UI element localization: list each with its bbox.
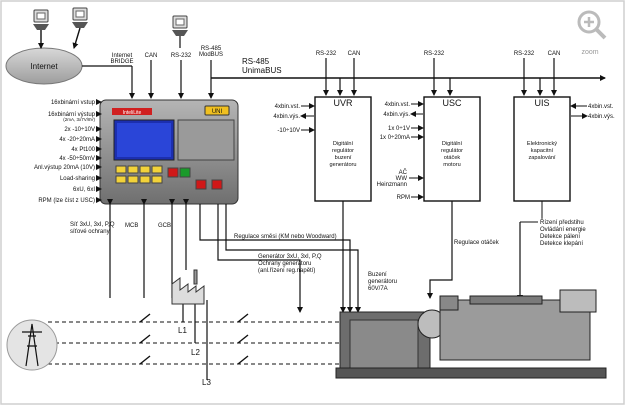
svg-text:Heinzmann: Heinzmann: [377, 182, 407, 188]
brand-badge: [112, 108, 152, 115]
input-label: RPM (lze číst z USC): [38, 198, 95, 204]
svg-text:Elektronický: Elektronický: [527, 141, 557, 147]
svg-text:regulátor: regulátor: [441, 148, 463, 154]
model-text: UNI: [212, 109, 223, 115]
input-label: 2x -10÷10V: [64, 127, 95, 133]
exc-label-3: 60V/7A: [368, 286, 388, 292]
uvr-module: RS-232 CAN UVR Digitální regulátor buzen…: [273, 51, 372, 202]
input-label: 6xU, 6xI: [73, 187, 95, 193]
uis-module: RS-232 CAN UIS Elektronický kapacitní za…: [513, 51, 615, 301]
load-feeders: [182, 300, 208, 380]
input-label: (2mA, 3x7V/8V): [63, 117, 95, 122]
exc-label: Buzení: [368, 272, 387, 278]
svg-text:AČ: AČ: [399, 169, 408, 176]
usc-rs232-label: RS-232: [424, 51, 445, 57]
uvr-title: UVR: [333, 98, 353, 108]
svg-text:-10÷10V: -10÷10V: [277, 128, 300, 134]
gen-label-2: Ochrany generátoru: [258, 261, 311, 267]
uis-can-label: CAN: [548, 51, 561, 57]
computer-icon: [172, 15, 188, 48]
zoom-button[interactable]: zoom: [577, 10, 607, 56]
computer-icon: [72, 7, 88, 49]
gen-label: Generátor 3xU, 3xI, P,Q: [258, 254, 322, 260]
can-label: CAN: [145, 53, 158, 59]
internet-cloud: Internet: [5, 47, 83, 85]
svg-text:regulátor: regulátor: [332, 148, 354, 154]
svg-text:Digitální: Digitální: [333, 141, 354, 147]
rs485-label: RS-485: [201, 46, 222, 52]
svg-text:kapacitní: kapacitní: [531, 148, 554, 154]
svg-text:1x 0÷1V: 1x 0÷1V: [388, 126, 410, 132]
mcb-label: MCB: [125, 223, 138, 229]
phase-l3: L3: [202, 378, 211, 387]
controller-unit: InteliLite UNI: [99, 99, 239, 205]
controller-keypad: [115, 165, 223, 190]
input-label: 16xbinární výstup: [48, 112, 96, 118]
bus-label-2: UnimaBUS: [242, 66, 282, 75]
svg-text:otáček: otáček: [444, 155, 461, 161]
bus-label: RS-485: [242, 57, 270, 66]
svg-text:Detekce pálení: Detekce pálení: [540, 234, 580, 240]
uis-rs232-label: RS-232: [514, 51, 535, 57]
svg-text:generátoru: generátoru: [329, 162, 356, 168]
brand-text: InteliLite: [123, 110, 142, 116]
uvr-rs232-label: RS-232: [316, 51, 337, 57]
exc-label-2: generátoru: [368, 279, 397, 285]
phase-l1: L1: [178, 326, 187, 335]
svg-text:RPM: RPM: [397, 195, 410, 201]
phase-l2: L2: [191, 348, 200, 357]
svg-text:zapalování: zapalování: [528, 155, 556, 161]
svg-text:4xbin.vst.: 4xbin.vst.: [385, 102, 411, 108]
modbus-label: ModBUS: [199, 52, 223, 58]
left-inputs: 16xbinární vstup 16xbinární výstup (2mA,…: [34, 100, 96, 204]
controller-links: [107, 199, 453, 313]
input-label: Anl.výstup 20mA (10V): [34, 165, 95, 171]
uis-title: UIS: [534, 98, 549, 108]
svg-text:Řízení předstihu: Řízení předstihu: [540, 218, 584, 226]
usc-title: USC: [442, 98, 462, 108]
svg-text:4xbin.výs.: 4xbin.výs.: [273, 114, 300, 120]
svg-text:Detekce klepání: Detekce klepání: [540, 241, 583, 247]
svg-text:1x 0÷20mA: 1x 0÷20mA: [380, 135, 410, 141]
uvr-can-label: CAN: [348, 51, 361, 57]
gen-label-3: (anl.řízení reg.napětí): [258, 268, 315, 274]
left-input-arrows: [96, 99, 102, 203]
speed-control-label: Regulace otáček: [454, 240, 500, 246]
rs232-label: RS-232: [171, 53, 192, 59]
svg-text:Digitální: Digitální: [442, 141, 463, 147]
input-label: 4x -50÷50mV: [59, 156, 95, 162]
mix-label: Regulace směsi (KM nebo Woodward): [234, 234, 337, 240]
computer-icon: [33, 9, 49, 49]
breakers: [139, 313, 249, 365]
svg-text:motoru: motoru: [443, 162, 460, 168]
bridge-label: Internet: [112, 53, 133, 59]
site-label-2: síťové ochrany: [70, 229, 110, 235]
svg-text:4xbin.vst.: 4xbin.vst.: [275, 104, 301, 110]
gcb-label: GCB: [158, 223, 171, 229]
phase-lines: [48, 321, 340, 365]
svg-text:4xbin.výs.: 4xbin.výs.: [588, 114, 615, 120]
factory-icon: [171, 269, 205, 305]
input-label: 4x -20÷20mA: [59, 137, 95, 143]
svg-text:Internet: Internet: [30, 62, 58, 71]
svg-text:buzení: buzení: [335, 155, 352, 161]
svg-text:WW: WW: [396, 176, 408, 182]
input-label: 16xbinární vstup: [51, 100, 96, 106]
zoom-label: zoom: [581, 49, 598, 56]
site-label: Síť 3xU, 3xI, P,Q: [70, 222, 115, 228]
bridge-label-2: BRIDGE: [110, 59, 133, 65]
genset-icon: [335, 289, 607, 379]
usc-module: RS-232 USC Digitální regulátor otáček mo…: [377, 51, 481, 202]
pylon-icon: [6, 319, 58, 371]
svg-text:4xbin.výs.: 4xbin.výs.: [383, 112, 410, 118]
svg-text:4xbin.vst.: 4xbin.vst.: [588, 104, 614, 110]
input-label: 4x Pt100: [71, 147, 95, 153]
svg-text:Ovládání energie: Ovládání energie: [540, 227, 586, 233]
input-label: Load-sharing: [60, 176, 95, 182]
